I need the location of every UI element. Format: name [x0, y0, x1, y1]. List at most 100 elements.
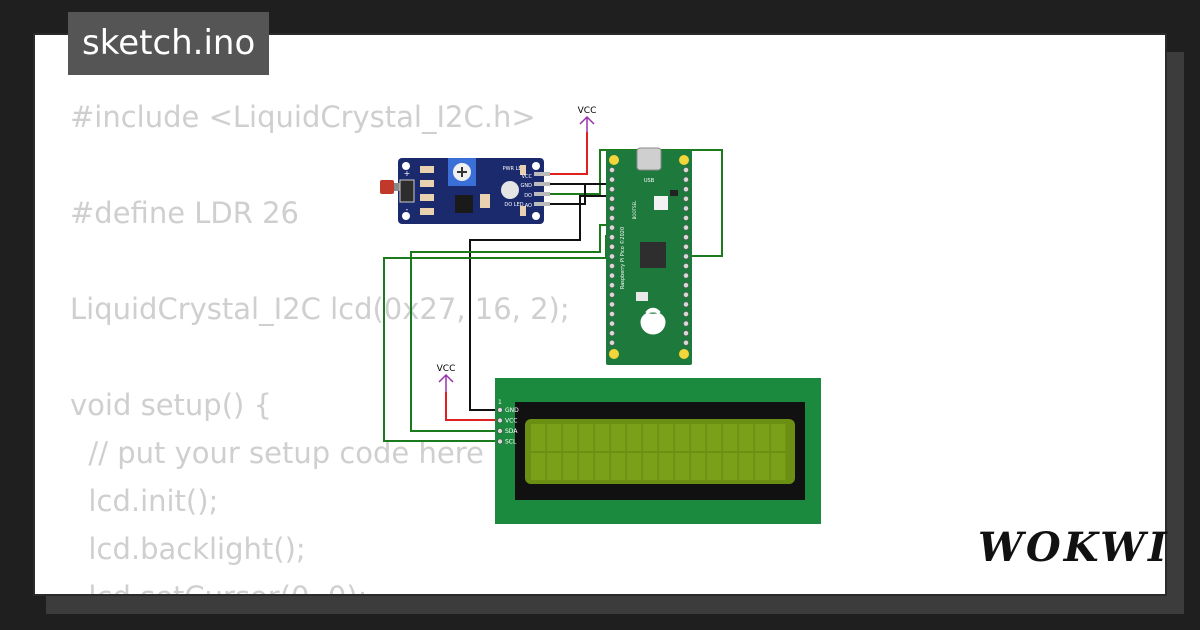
- header-pin-do[interactable]: [534, 192, 550, 196]
- lcd-cell: [611, 453, 626, 480]
- raspberry-logo-icon: [640, 307, 666, 335]
- wire-gnd-lcd[interactable]: [469, 195, 615, 411]
- pico-pin[interactable]: [609, 263, 615, 269]
- header-pin-ao[interactable]: [534, 202, 550, 206]
- lcd-pin-label: GND: [505, 407, 519, 414]
- pico-pin[interactable]: [683, 291, 689, 298]
- lcd-pin-vcc[interactable]: [497, 417, 503, 424]
- pico-pin[interactable]: [609, 234, 615, 241]
- do-led-label: DO LED: [504, 202, 523, 208]
- wire-vcc-lcd[interactable]: [445, 392, 500, 421]
- resistor-icon: [420, 166, 434, 173]
- pico-pin[interactable]: [609, 320, 615, 327]
- pico-pin[interactable]: [683, 330, 689, 337]
- wire-ldr-ao-jog[interactable]: [550, 183, 615, 205]
- terminal-block: [399, 179, 415, 203]
- mount-hole: [402, 162, 410, 170]
- mount-hole: [679, 155, 689, 165]
- lcd-cell: [595, 453, 610, 480]
- pico-pin[interactable]: [683, 320, 689, 327]
- code-line: LiquidCrystal_I2C lcd(0x27, 16, 2);: [70, 292, 570, 326]
- wire-sda-lcd[interactable]: [410, 224, 615, 432]
- vcc-symbol-top: VCC: [578, 106, 597, 132]
- header-pin-gnd[interactable]: [534, 182, 550, 186]
- lcd-pin-label: SDA: [505, 428, 518, 435]
- raspberry-pi-pico[interactable]: USB BOOTSEL Raspberry Pi Pico ©2020: [606, 147, 692, 365]
- lcd-cell: [547, 453, 562, 480]
- code-line: #include <LiquidCrystal_I2C.h>: [70, 100, 536, 134]
- wire-ldr-vcc[interactable]: [550, 132, 588, 175]
- pico-pin[interactable]: [609, 282, 615, 289]
- lcd-pin-scl[interactable]: [497, 438, 503, 445]
- lcd-cell: [675, 453, 690, 480]
- lcd-cell: [707, 453, 722, 480]
- pico-pin[interactable]: [609, 195, 615, 202]
- lcd-pin-label: VCC: [505, 418, 517, 425]
- resistor-icon: [520, 165, 526, 175]
- header-pin-vcc[interactable]: [534, 172, 550, 176]
- pico-pin[interactable]: [609, 186, 615, 193]
- pico-pin[interactable]: [609, 330, 615, 337]
- pico-pin[interactable]: [609, 301, 615, 308]
- pico-pin[interactable]: [609, 205, 615, 212]
- lcd-cell: [755, 453, 770, 480]
- pico-pin[interactable]: [609, 272, 615, 279]
- mount-hole: [532, 212, 540, 220]
- pico-pin[interactable]: [609, 167, 615, 173]
- mount-hole: [402, 212, 410, 220]
- pico-pin[interactable]: [609, 176, 615, 183]
- mount-hole: [609, 155, 619, 165]
- lcd-pin-gnd[interactable]: [497, 407, 503, 413]
- pico-pin[interactable]: [609, 339, 615, 346]
- preview-frame: #include <LiquidCrystal_I2C.h>#define LD…: [33, 33, 1167, 596]
- pico-pin[interactable]: [683, 253, 689, 260]
- pico-pin[interactable]: [683, 195, 689, 202]
- pico-pin[interactable]: [683, 339, 689, 346]
- lcd-cell: [739, 453, 754, 480]
- pico-board-text: Raspberry Pi Pico ©2020: [619, 227, 626, 289]
- pico-pin[interactable]: [683, 205, 689, 212]
- file-title: sketch.ino: [68, 12, 270, 75]
- pico-pin[interactable]: [683, 282, 689, 289]
- pico-pin[interactable]: [609, 224, 615, 231]
- lcd-cell: [563, 453, 578, 480]
- potentiometer-slot: [457, 167, 467, 177]
- pin-label-ao: AO: [525, 203, 532, 209]
- bootsel-label: BOOTSEL: [632, 200, 637, 219]
- pico-pin[interactable]: [609, 311, 615, 317]
- usb-label: USB: [644, 178, 655, 184]
- pico-pin[interactable]: [609, 215, 615, 221]
- pico-pin[interactable]: [683, 186, 689, 193]
- pico-pin[interactable]: [683, 215, 689, 221]
- lcd-pin1-label: 1: [498, 399, 502, 406]
- vcc-label-top: VCC: [578, 106, 597, 116]
- resistor-icon: [420, 180, 434, 187]
- bootsel-button-icon[interactable]: [654, 196, 668, 210]
- pico-pin[interactable]: [683, 176, 689, 183]
- lcd-pin-sda[interactable]: [497, 428, 503, 434]
- lcd-cell: [659, 453, 674, 480]
- pico-pin[interactable]: [609, 253, 615, 260]
- pico-pin[interactable]: [683, 311, 689, 317]
- pico-pin[interactable]: [683, 224, 689, 231]
- pico-pin[interactable]: [683, 263, 689, 269]
- polarity-plus: +: [404, 169, 411, 178]
- ldr-module[interactable]: + - PWR LED DO LED VCC GND DO AO: [380, 158, 550, 224]
- pico-pin[interactable]: [609, 243, 615, 250]
- pico-pin[interactable]: [683, 272, 689, 279]
- lcd-cell: [691, 453, 706, 480]
- pico-pin[interactable]: [683, 167, 689, 173]
- pin-label-do: DO: [524, 193, 532, 199]
- pwr-led-label: PWR LED: [503, 166, 526, 172]
- polarity-minus: -: [406, 205, 409, 214]
- pico-pin[interactable]: [683, 234, 689, 241]
- lcd-cell: [643, 424, 658, 451]
- pico-pin[interactable]: [683, 243, 689, 250]
- lcd-cell: [627, 453, 642, 480]
- pico-pin[interactable]: [683, 301, 689, 308]
- pico-pin[interactable]: [609, 291, 615, 298]
- code-line: lcd.backlight();: [70, 532, 306, 566]
- lcd-cell: [579, 424, 594, 451]
